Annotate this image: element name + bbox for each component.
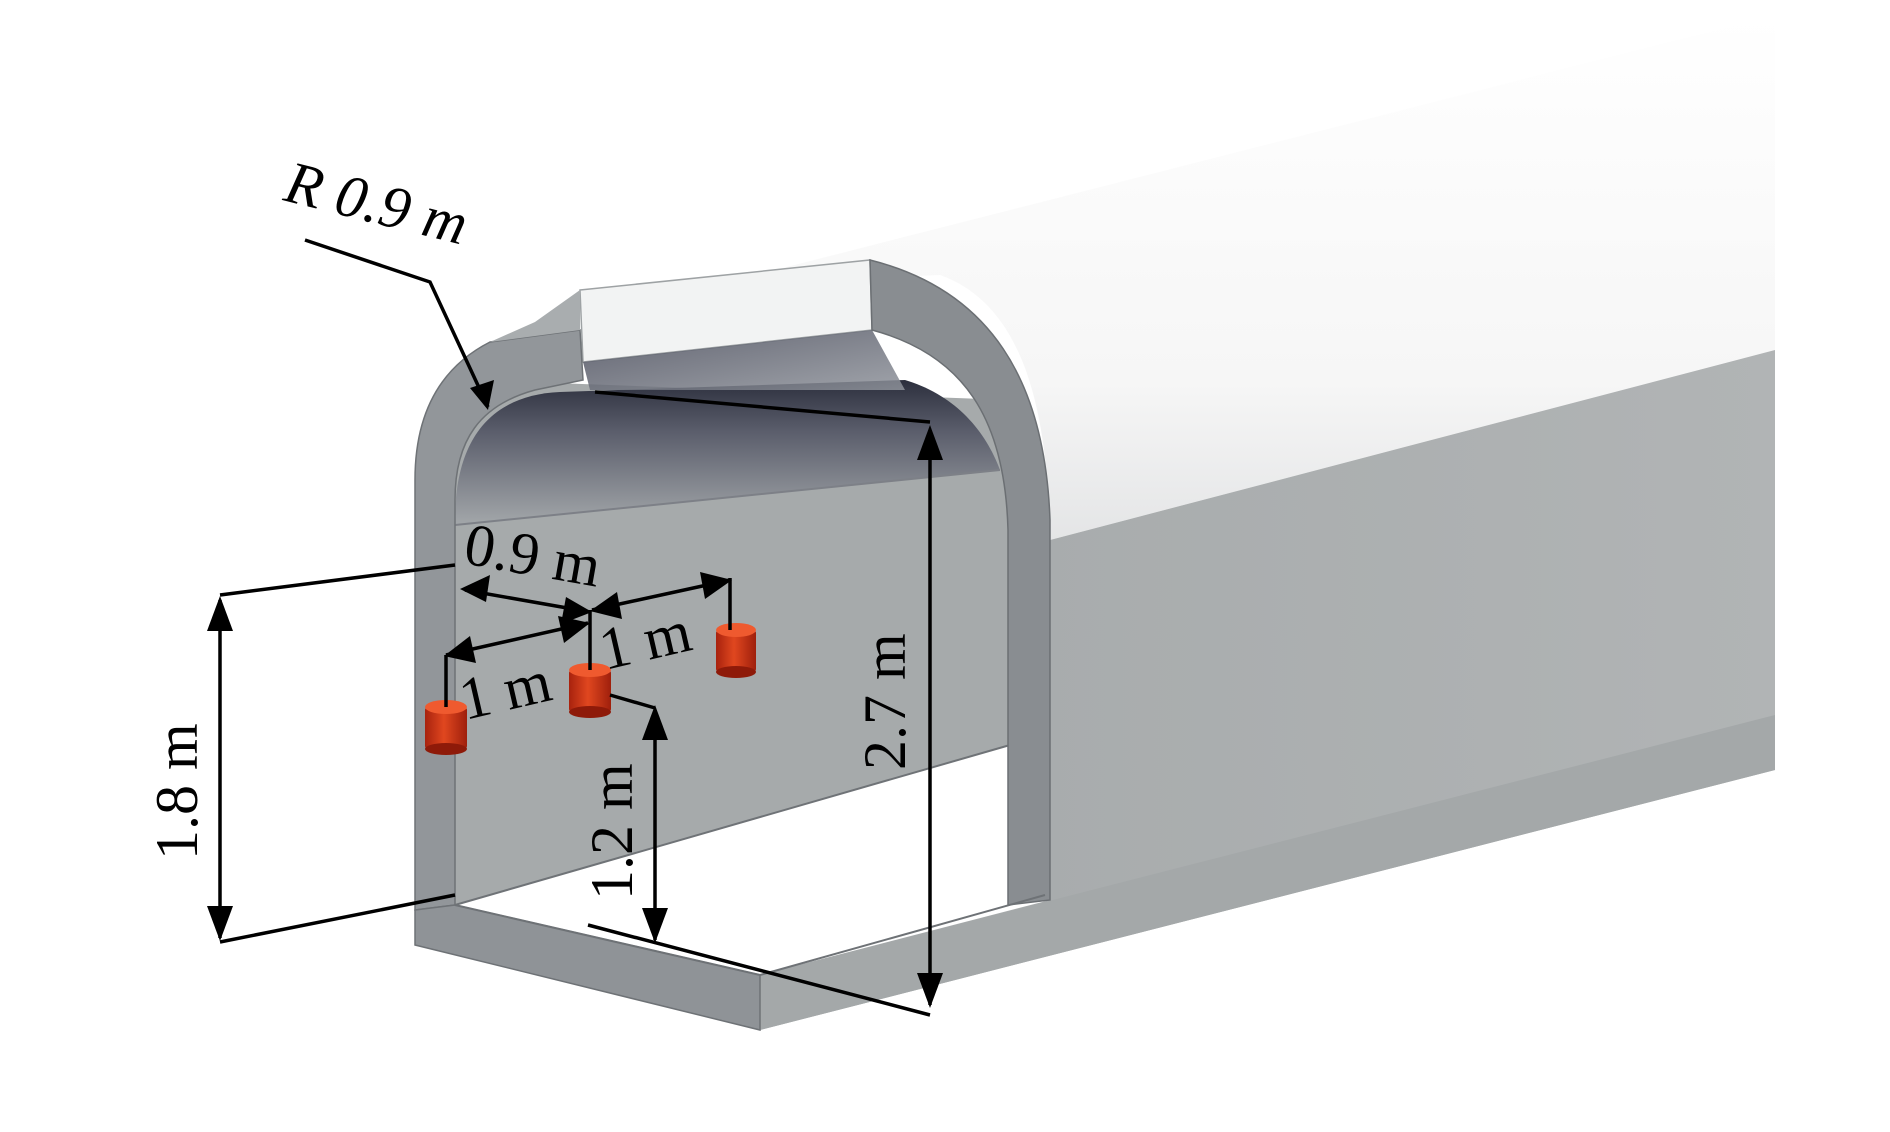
radius-leader-arrow <box>470 380 494 410</box>
floor-slab-side <box>760 715 1775 1030</box>
height-lower-extension-top <box>609 693 656 710</box>
height-total-arrow-top <box>917 425 943 460</box>
radius-leader <box>304 238 490 408</box>
tunnel-body <box>520 15 1775 1030</box>
height-total-extension-top <box>594 390 931 424</box>
tunnel-top-surface <box>520 15 1775 540</box>
offset-wall-arrow-right <box>561 597 592 624</box>
spacing-a-arrow-left <box>444 636 476 663</box>
right-arch-lining <box>869 259 1051 906</box>
tunnel-right-side-wall <box>760 350 1775 1030</box>
spacing-a-arrow-right <box>558 616 590 643</box>
height-upper-extension-bottom <box>219 893 456 944</box>
roof-lip-shadow <box>583 330 905 390</box>
height-upper-label: 1.8 m <box>144 723 210 860</box>
height-upper-arrow-bottom <box>207 906 233 941</box>
floor-slab-front <box>414 904 761 1031</box>
height-upper-arrow-top <box>207 596 233 631</box>
height-lower-label: 1.2 m <box>579 763 645 900</box>
sensor-left <box>425 700 467 755</box>
height-upper-extension-top <box>219 563 456 597</box>
height-total-arrow-bottom <box>917 973 943 1008</box>
height-total-extension-bottom <box>587 923 931 1017</box>
spacing-b-arrow-left <box>590 592 622 619</box>
tunnel-portal <box>414 259 1051 1031</box>
dimension-lines <box>207 238 943 1017</box>
spacing-b-arrow-right <box>700 572 732 599</box>
offset-wall-arrow-left <box>460 575 490 602</box>
height-lower-arrow-top <box>642 705 668 740</box>
interior-wall-bottom-edge <box>454 744 1011 906</box>
left-arch-lining <box>414 329 584 911</box>
height-lower-arrow-bottom <box>642 908 668 943</box>
left-top-cap <box>490 290 580 342</box>
sensor-right <box>716 623 756 678</box>
floor-slab-top-edge <box>454 894 1046 977</box>
floor-opening <box>455 745 1045 975</box>
height-total-label: 2.7 m <box>852 633 918 770</box>
ceiling-seam <box>454 469 1001 526</box>
